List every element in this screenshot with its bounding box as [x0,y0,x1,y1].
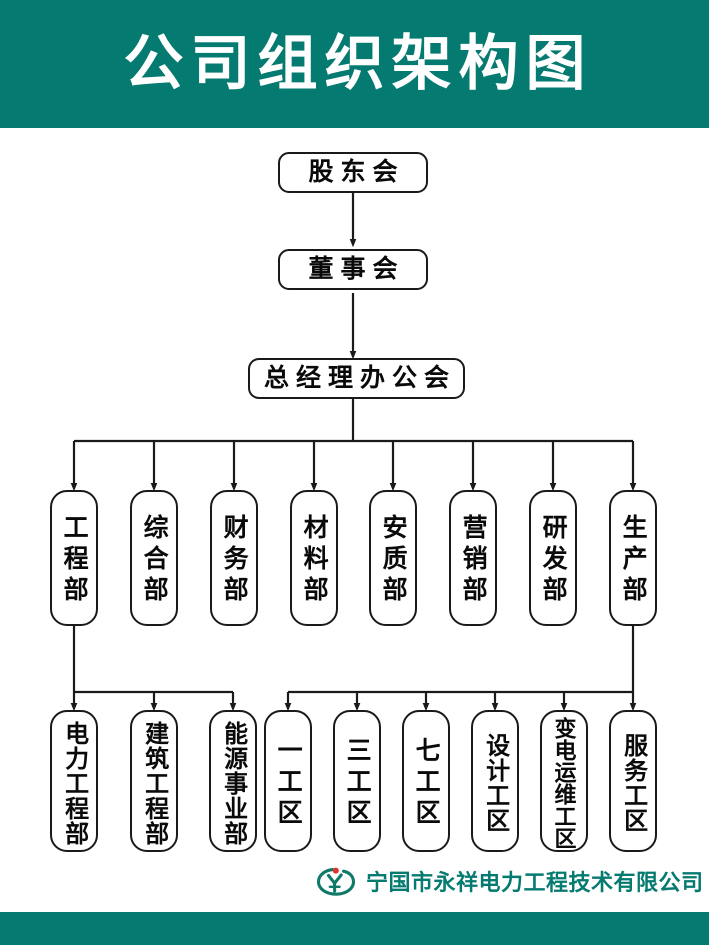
page-title: 公司组织架构图 [123,30,593,97]
header-band [0,0,709,128]
node-zone-design[interactable]: 设计工区 [471,710,519,852]
company-signature: 宁国市永祥电力工程技术有限公司 [313,862,704,904]
node-zone-7[interactable]: 七工区 [402,710,450,852]
node-rnd[interactable]: 研发部 [529,490,577,626]
node-zone-substation-om[interactable]: 变电运维工区 [540,710,588,852]
node-zone-3[interactable]: 三工区 [333,710,381,852]
node-zone-1[interactable]: 一工区 [264,710,312,852]
node-safety-quality[interactable]: 安质部 [369,490,417,626]
yongxiang-company-logo [316,867,356,896]
node-engineering[interactable]: 工程部 [50,490,98,626]
node-energy-division[interactable]: 能源事业部 [209,710,257,852]
node-zone-service[interactable]: 服务工区 [609,710,657,852]
node-power-eng[interactable]: 电力工程部 [50,710,98,852]
company-name: 宁国市永祥电力工程技术有限公司 [366,870,704,895]
node-shareholders[interactable]: 股东会 [278,152,428,193]
node-gm-office[interactable]: 总经理办公会 [248,358,465,399]
node-finance[interactable]: 财务部 [210,490,258,626]
node-board[interactable]: 董事会 [278,249,428,290]
footer-band [0,912,709,945]
node-production[interactable]: 生产部 [609,490,657,626]
node-general-affairs[interactable]: 综合部 [130,490,178,626]
node-materials[interactable]: 材料部 [290,490,338,626]
node-construction-eng[interactable]: 建筑工程部 [130,710,178,852]
node-marketing[interactable]: 营销部 [449,490,497,626]
